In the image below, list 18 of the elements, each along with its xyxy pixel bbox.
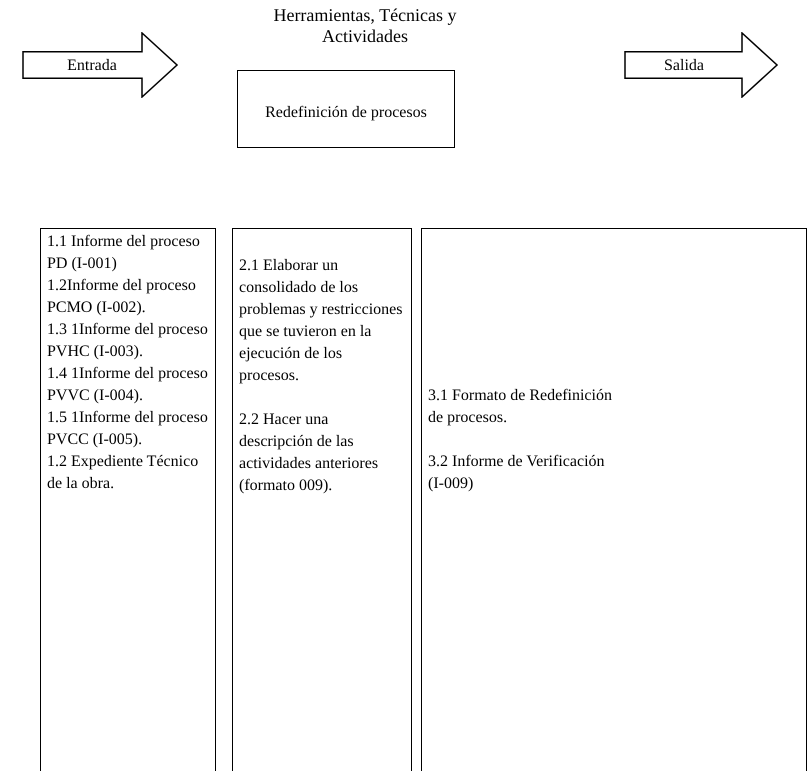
process-label: Redefinición de procesos <box>264 103 428 122</box>
column-panel <box>421 228 807 771</box>
process-box <box>237 70 455 148</box>
list-item: 3.2 Informe de Verificación (I-009) <box>428 452 606 494</box>
list-item: 1.1 Informe del proceso PD (I-001) <box>47 232 201 274</box>
list-item: 1.5 1Informe del proceso PVCC (I-005). <box>47 408 209 450</box>
list-item: 1.3 1Informe del proceso PVHC (I-003). <box>47 320 209 362</box>
list-item: 2.2 Hacer una descripción de las actividades anteriores (formato 009). <box>239 410 380 496</box>
column-panel <box>232 228 412 771</box>
list-item: 1.2Informe del proceso PCMO (I-002). <box>47 276 197 318</box>
column-panel <box>40 228 216 771</box>
arrow-label: Entrada <box>66 56 118 75</box>
list-item: 1.4 1Informe del proceso PVVC (I-004). <box>47 364 209 406</box>
list-item: 1.2 Expediente Técnico de la obra. <box>47 452 200 494</box>
heading: Herramientas, Técnicas y Actividades <box>272 5 458 47</box>
arrow-label: Salida <box>663 56 705 75</box>
list-item: 3.1 Formato de Redefinición de procesos. <box>428 386 613 428</box>
list-item: 2.1 Elaborar un consolidado de los problemas y restricciones que se tuvieron en la ejecución de los procesos. <box>239 256 404 386</box>
